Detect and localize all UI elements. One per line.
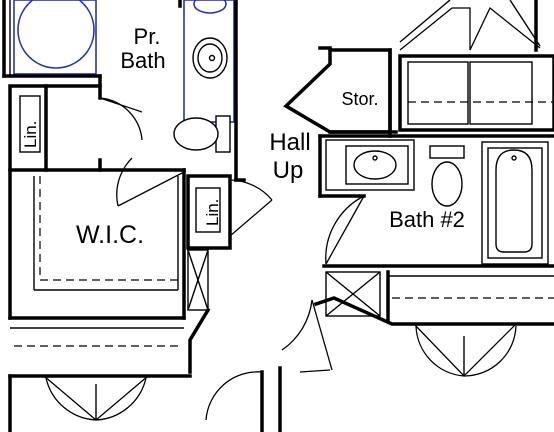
bath2-label: Bath #2 bbox=[389, 207, 465, 232]
pr-bath-label-line1: Pr. bbox=[134, 24, 161, 49]
vanity-bath2 bbox=[325, 139, 415, 191]
chase bbox=[187, 249, 209, 311]
toilet-tank-bath2 bbox=[429, 145, 465, 159]
sink-lower bbox=[192, 37, 228, 79]
door-swing-bath2 bbox=[325, 195, 365, 265]
hall: Hall Up bbox=[205, 129, 333, 432]
storage-room: Stor. bbox=[283, 46, 398, 138]
wic-label: W.I.C. bbox=[76, 221, 144, 249]
bathtub-bath2 bbox=[481, 141, 549, 265]
bathtub-basin bbox=[17, 0, 95, 69]
sink-bath2 bbox=[345, 145, 409, 185]
primary-bath-area: Pr. Bath bbox=[2, 0, 238, 182]
sink-upper bbox=[193, 0, 227, 14]
chase-right bbox=[325, 271, 381, 317]
bathtub bbox=[13, 0, 97, 75]
door-swing-hall-left bbox=[205, 371, 263, 421]
stor-label: Stor. bbox=[341, 89, 378, 109]
hall-label-line1: Hall bbox=[269, 129, 310, 156]
bath-2: Bath #2 bbox=[318, 134, 554, 268]
toilet-bowl bbox=[173, 117, 219, 151]
linen-closet-left: Lin. bbox=[8, 74, 186, 207]
door-swing-wic bbox=[116, 157, 133, 207]
closet-lower-right bbox=[313, 270, 554, 377]
closet-bottom-left bbox=[8, 366, 282, 432]
lin-left-label: Lin. bbox=[21, 121, 40, 148]
closet-top-right bbox=[398, 0, 554, 132]
door-swing-closet bbox=[99, 97, 143, 141]
toilet-bowl-bath2 bbox=[431, 161, 463, 207]
door-swing-hall-right bbox=[311, 299, 333, 371]
hall-label-line2: Up bbox=[273, 157, 304, 184]
linen-closet-middle: Lin. bbox=[186, 174, 273, 374]
walk-in-closet: W.I.C. bbox=[8, 168, 186, 347]
lin-mid-label: Lin. bbox=[203, 199, 222, 226]
pr-bath-label-line2: Bath bbox=[120, 48, 165, 73]
